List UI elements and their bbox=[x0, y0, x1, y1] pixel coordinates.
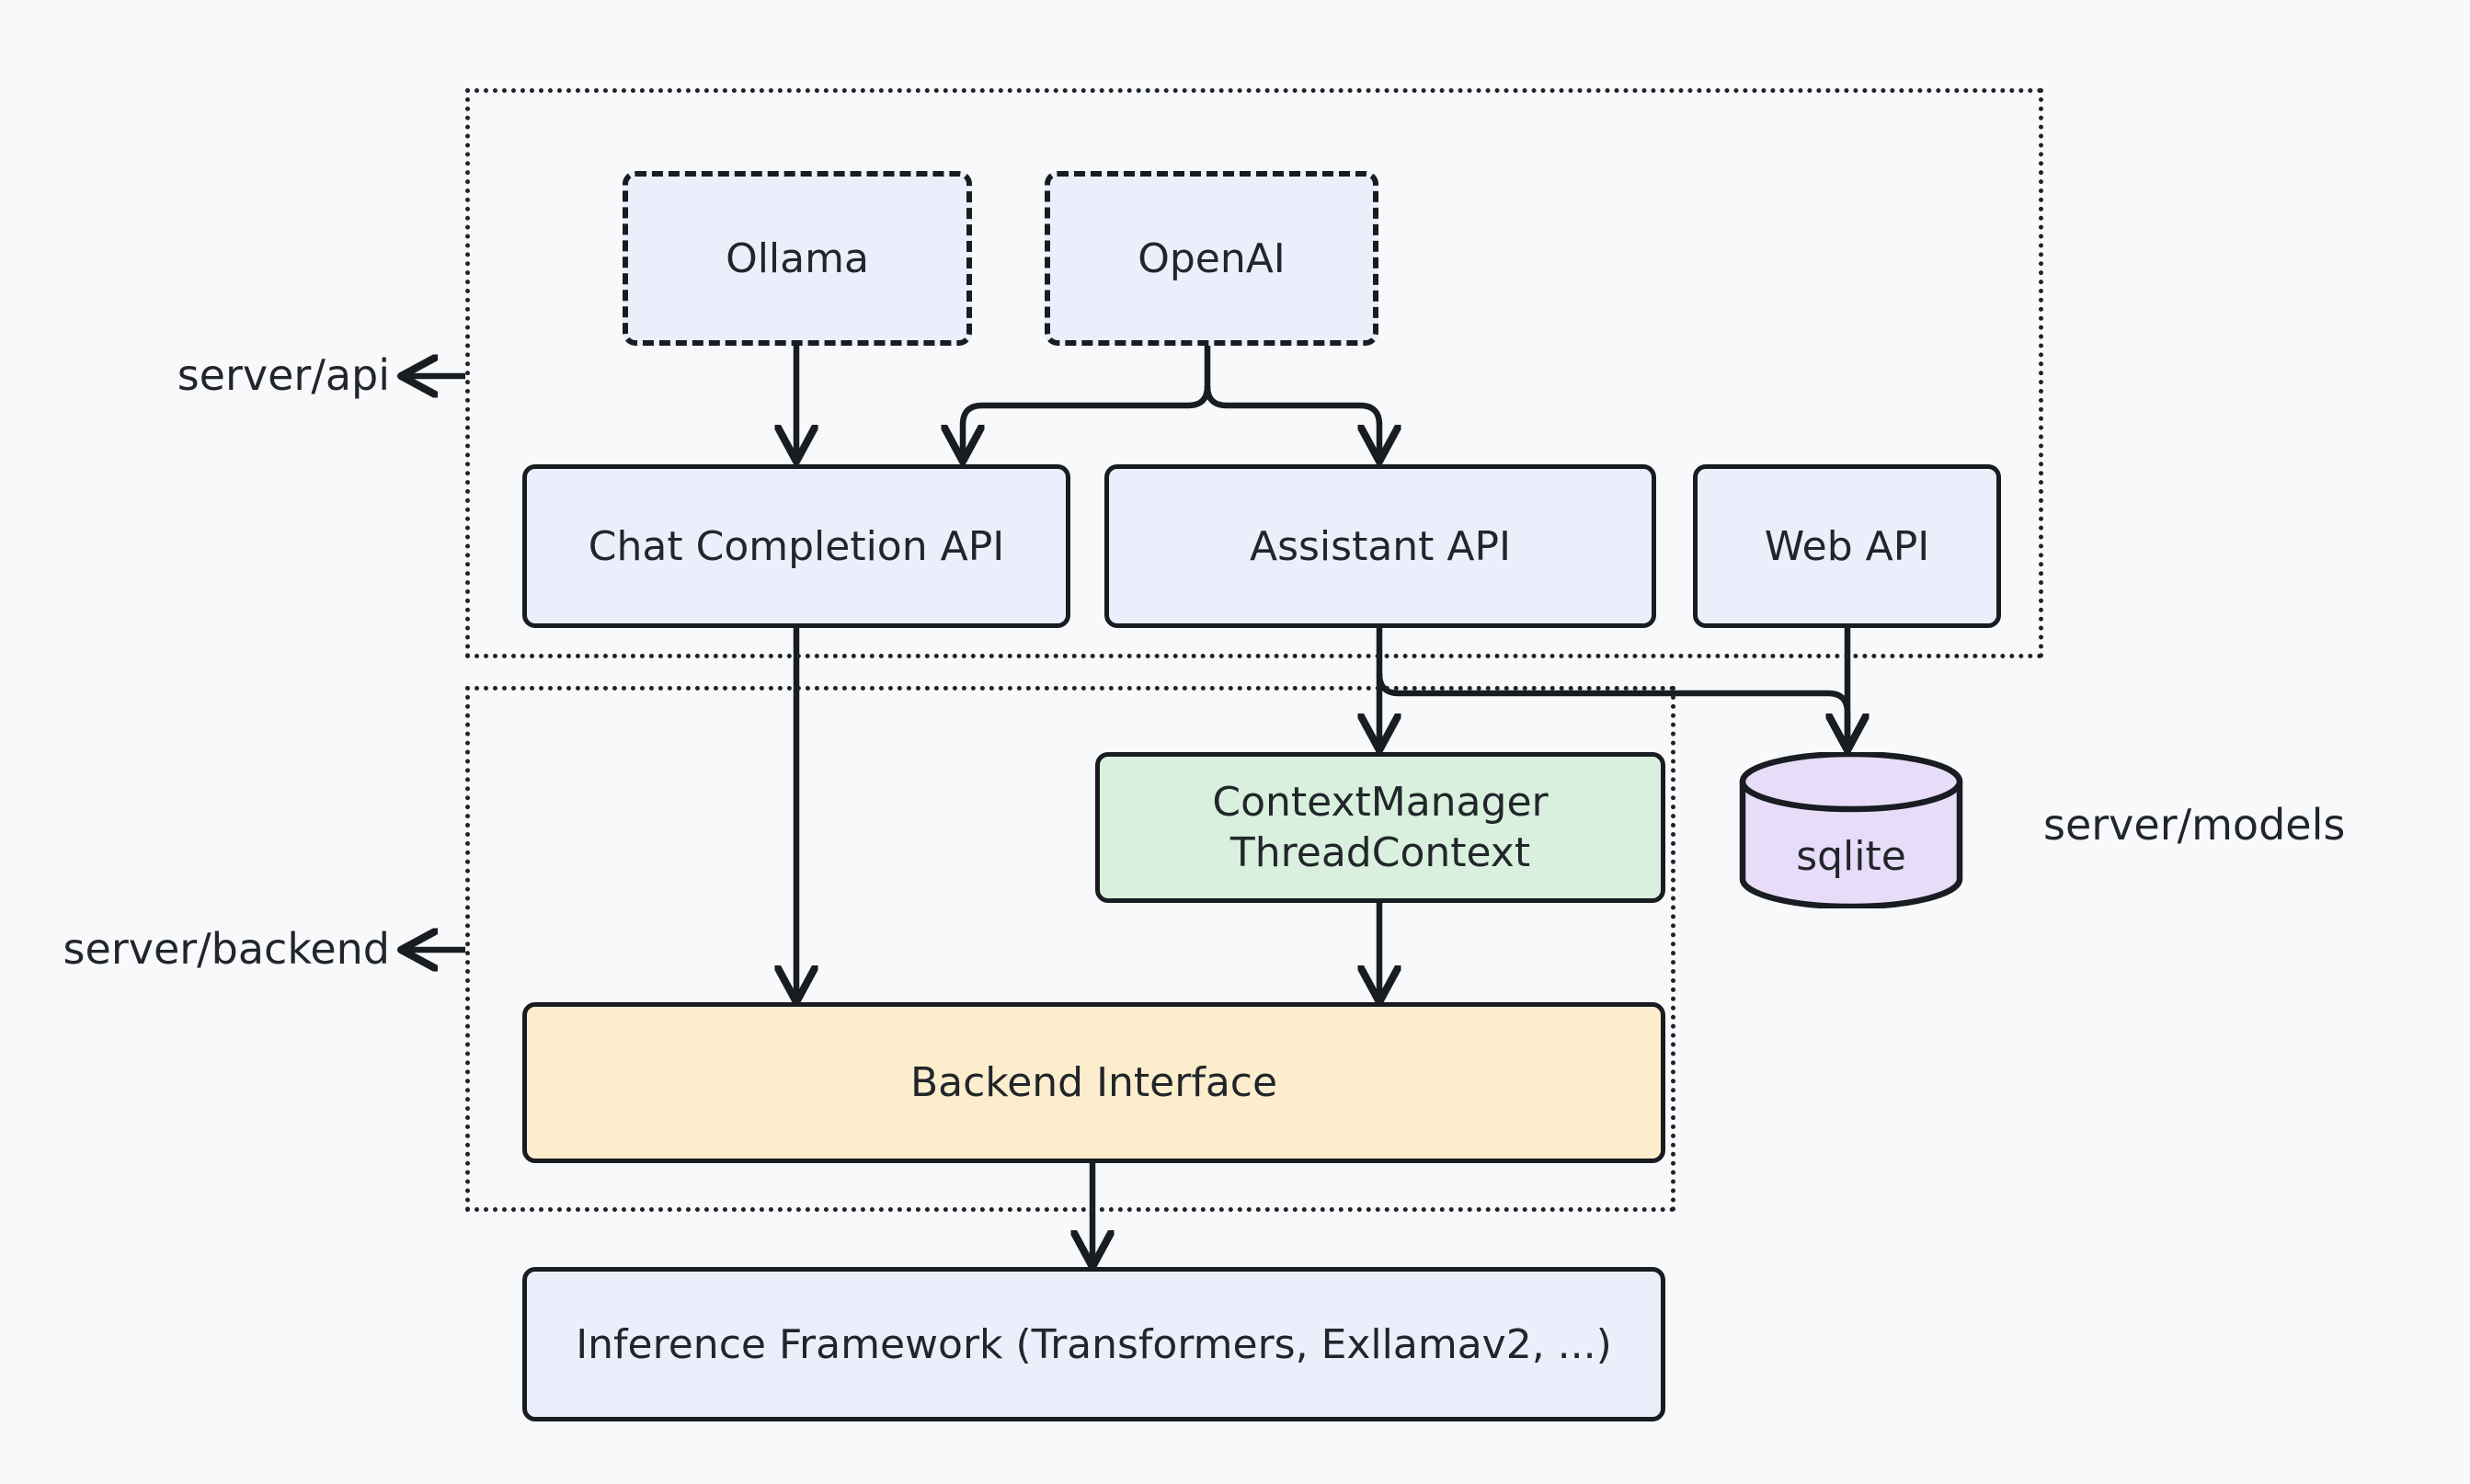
node-web-api-label: Web API bbox=[1764, 522, 1930, 570]
node-context-manager-label: ContextManager ThreadContext bbox=[1212, 779, 1549, 876]
node-chat-completion-api-label: Chat Completion API bbox=[588, 522, 1005, 570]
node-web-api[interactable]: Web API bbox=[1693, 464, 2001, 628]
node-openai-label: OpenAI bbox=[1138, 234, 1286, 282]
side-label-api: server/api bbox=[0, 350, 390, 400]
node-assistant-api-label: Assistant API bbox=[1249, 522, 1512, 570]
sqlite-cylinder-shape bbox=[1739, 752, 1963, 908]
node-sqlite[interactable]: sqlite bbox=[1738, 752, 1964, 908]
node-assistant-api[interactable]: Assistant API bbox=[1104, 464, 1656, 628]
node-ollama-label: Ollama bbox=[726, 234, 869, 282]
group-server-api bbox=[465, 88, 2043, 658]
node-openai[interactable]: OpenAI bbox=[1045, 171, 1378, 346]
node-context-manager[interactable]: ContextManager ThreadContext bbox=[1095, 752, 1665, 903]
node-chat-completion-api[interactable]: Chat Completion API bbox=[522, 464, 1070, 628]
side-label-models-text: server/models bbox=[2043, 800, 2346, 850]
side-label-backend: server/backend bbox=[0, 924, 390, 974]
node-inference-framework-label: Inference Framework (Transformers, Exlla… bbox=[576, 1320, 1612, 1368]
node-ollama[interactable]: Ollama bbox=[623, 171, 972, 346]
side-label-api-text: server/api bbox=[177, 350, 390, 400]
side-label-models: server/models bbox=[2043, 800, 2345, 850]
node-inference-framework[interactable]: Inference Framework (Transformers, Exlla… bbox=[522, 1267, 1665, 1421]
node-backend-interface[interactable]: Backend Interface bbox=[522, 1002, 1665, 1163]
node-backend-interface-label: Backend Interface bbox=[909, 1059, 1278, 1106]
side-label-backend-text: server/backend bbox=[63, 924, 390, 974]
node-sqlite-label: sqlite bbox=[1796, 833, 1906, 880]
group-server-backend bbox=[465, 686, 1675, 1212]
